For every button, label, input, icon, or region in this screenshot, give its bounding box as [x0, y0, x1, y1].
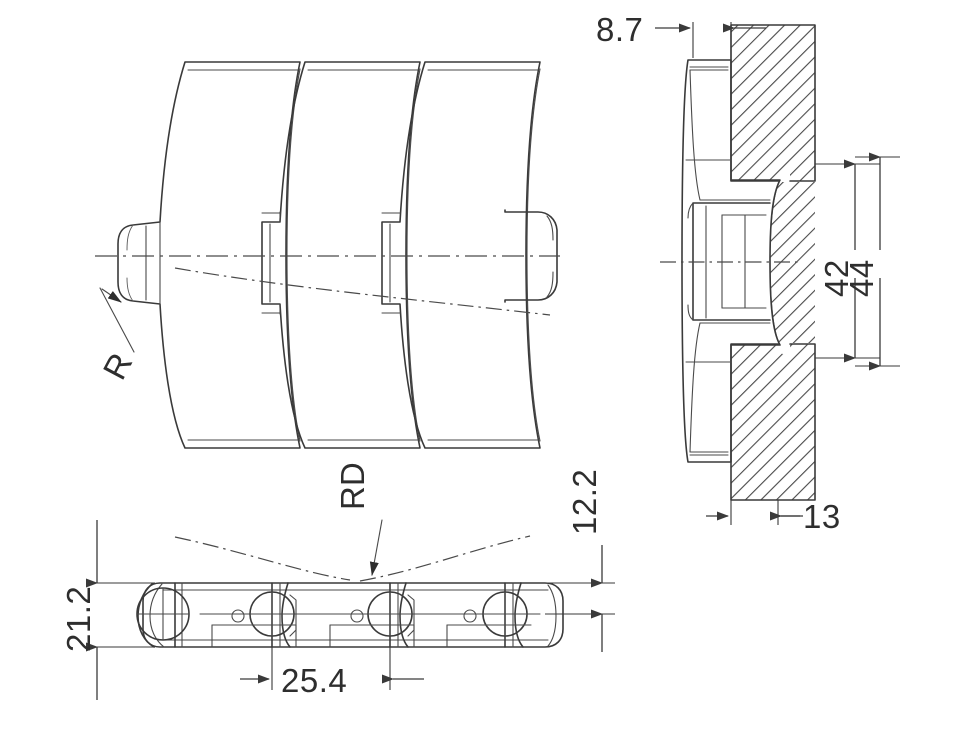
- front-small-hole-2: [350, 609, 364, 623]
- rd-callout-label: RD: [334, 462, 371, 510]
- dimension-12-2: 12.2: [545, 469, 615, 652]
- dimension-44-label: 44: [843, 259, 880, 297]
- dimension-42: 42: [815, 159, 880, 363]
- dimension-25-4-label: 25.4: [281, 662, 347, 699]
- plan-plate-2: [261, 61, 421, 449]
- section-hatch-lower: [731, 344, 815, 500]
- front-lug-3: [367, 582, 415, 648]
- plan-plate-1: [117, 61, 301, 449]
- section-plate-profile: [681, 59, 781, 463]
- plan-view-pitch-line: [174, 267, 551, 316]
- dimension-25-4: 25.4: [240, 647, 424, 699]
- dimension-13: 13: [706, 498, 841, 535]
- dimension-42-label: 42: [818, 259, 855, 297]
- radius-callout-label: R: [96, 347, 140, 385]
- front-small-hole-1: [231, 609, 245, 623]
- front-lug-2: [249, 582, 297, 648]
- dimension-21-2-label: 21.2: [60, 586, 97, 652]
- section-hatch-upper: [731, 25, 815, 181]
- dimension-8-7: 8.7: [596, 11, 766, 60]
- front-lug-1: [136, 582, 190, 648]
- dimension-12-2-label: 12.2: [566, 469, 603, 535]
- plan-view: R: [95, 61, 560, 449]
- front-pitch-arc-left: [174, 536, 351, 581]
- dimension-13-label: 13: [803, 498, 841, 535]
- front-view: RD: [136, 462, 564, 648]
- dimension-44: 44: [843, 152, 900, 371]
- rd-callout: RD: [334, 462, 383, 576]
- plan-plate-3: [381, 61, 541, 449]
- section-hatch-middle: [770, 182, 815, 343]
- section-view: [660, 24, 816, 501]
- radius-callout: R: [96, 287, 140, 385]
- dimension-8-7-label: 8.7: [596, 11, 643, 48]
- dimension-21-2: 21.2: [60, 520, 155, 700]
- front-lug-4: [482, 582, 557, 648]
- front-small-hole-3: [463, 609, 477, 623]
- front-pitch-arc-right: [359, 535, 531, 582]
